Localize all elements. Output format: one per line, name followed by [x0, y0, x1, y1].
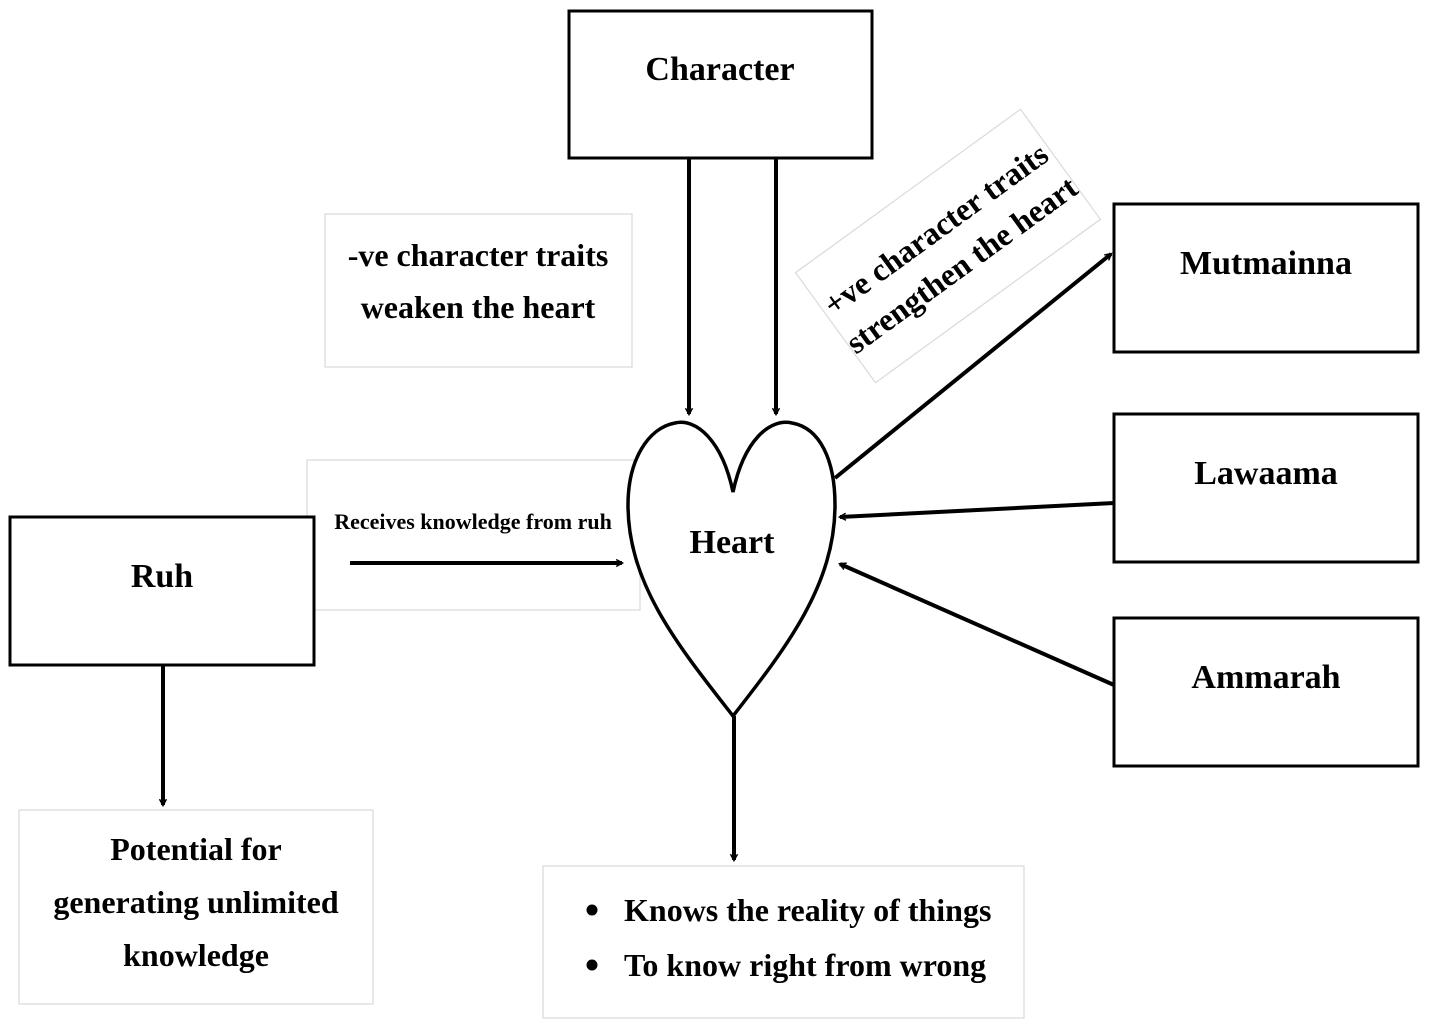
character-node: Character — [567, 9, 874, 160]
negative-traits-line-2: weaken the heart — [361, 289, 596, 325]
ruh-potential-line-2: generating unlimited — [53, 884, 339, 920]
negative-traits-label: -ve character traits weaken the heart — [324, 213, 633, 368]
ruh-potential-label: Potential for generating unlimited knowl… — [18, 809, 374, 1005]
mutmainna-node: Mutmainna — [1112, 202, 1420, 354]
lawaama-node: Lawaama — [1112, 412, 1420, 564]
heart-label: Heart — [690, 524, 776, 561]
mutmainna-label: Mutmainna — [1180, 245, 1352, 282]
arrow-lawaama-to-heart — [837, 501, 1115, 521]
heart-outcome-1: Knows the reality of things — [624, 892, 991, 928]
ammarah-label: Ammarah — [1191, 659, 1340, 696]
bullet-icon — [586, 959, 598, 971]
ruh-potential-line-1: Potential for — [110, 831, 282, 867]
ruh-potential-line-3: knowledge — [123, 937, 269, 973]
bullet-icon — [586, 904, 598, 916]
ruh-label: Ruh — [131, 558, 193, 595]
heart-icon — [626, 420, 837, 719]
arrow-ammarah-to-heart — [838, 562, 1115, 687]
receives-knowledge-text: Receives knowledge from ruh — [334, 509, 612, 534]
heart-node: Heart — [626, 420, 837, 719]
negative-traits-line-1: -ve character traits — [348, 237, 609, 273]
lawaama-label: Lawaama — [1194, 455, 1338, 492]
character-label: Character — [645, 51, 794, 88]
ruh-node: Ruh — [8, 515, 316, 667]
heart-outcomes-box: Knows the reality of things To know righ… — [542, 865, 1025, 1019]
arrow-heart-to-mutmainna — [833, 252, 1113, 480]
ammarah-node: Ammarah — [1112, 616, 1420, 768]
heart-outcome-2: To know right from wrong — [624, 947, 986, 983]
receives-knowledge-label: Receives knowledge from ruh — [306, 459, 641, 611]
